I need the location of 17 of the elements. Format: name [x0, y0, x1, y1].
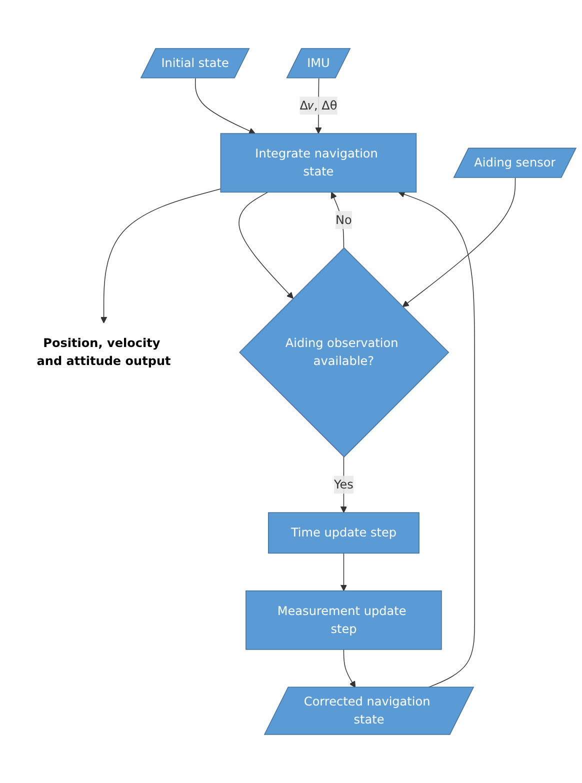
arrow — [330, 192, 344, 248]
arrow — [100, 188, 222, 324]
node-box: Time update step — [268, 512, 420, 554]
arrow — [343, 649, 356, 688]
node-text: Position, velocity and attitude output — [36, 336, 171, 368]
arrow — [398, 191, 475, 688]
arrow — [340, 552, 348, 592]
arrow — [402, 178, 516, 308]
edge-label: Yes — [334, 477, 354, 492]
edge-label: No — [336, 212, 352, 227]
node-box: Measurement update step — [246, 590, 442, 650]
arrow — [238, 192, 294, 299]
node-box: Integrate navigation state — [220, 133, 417, 193]
edge-label: Δ𝑣, Δθ — [300, 98, 338, 112]
arrow — [340, 456, 348, 513]
arrow — [194, 78, 256, 134]
node-diamond: Aiding observation available? — [239, 247, 450, 458]
